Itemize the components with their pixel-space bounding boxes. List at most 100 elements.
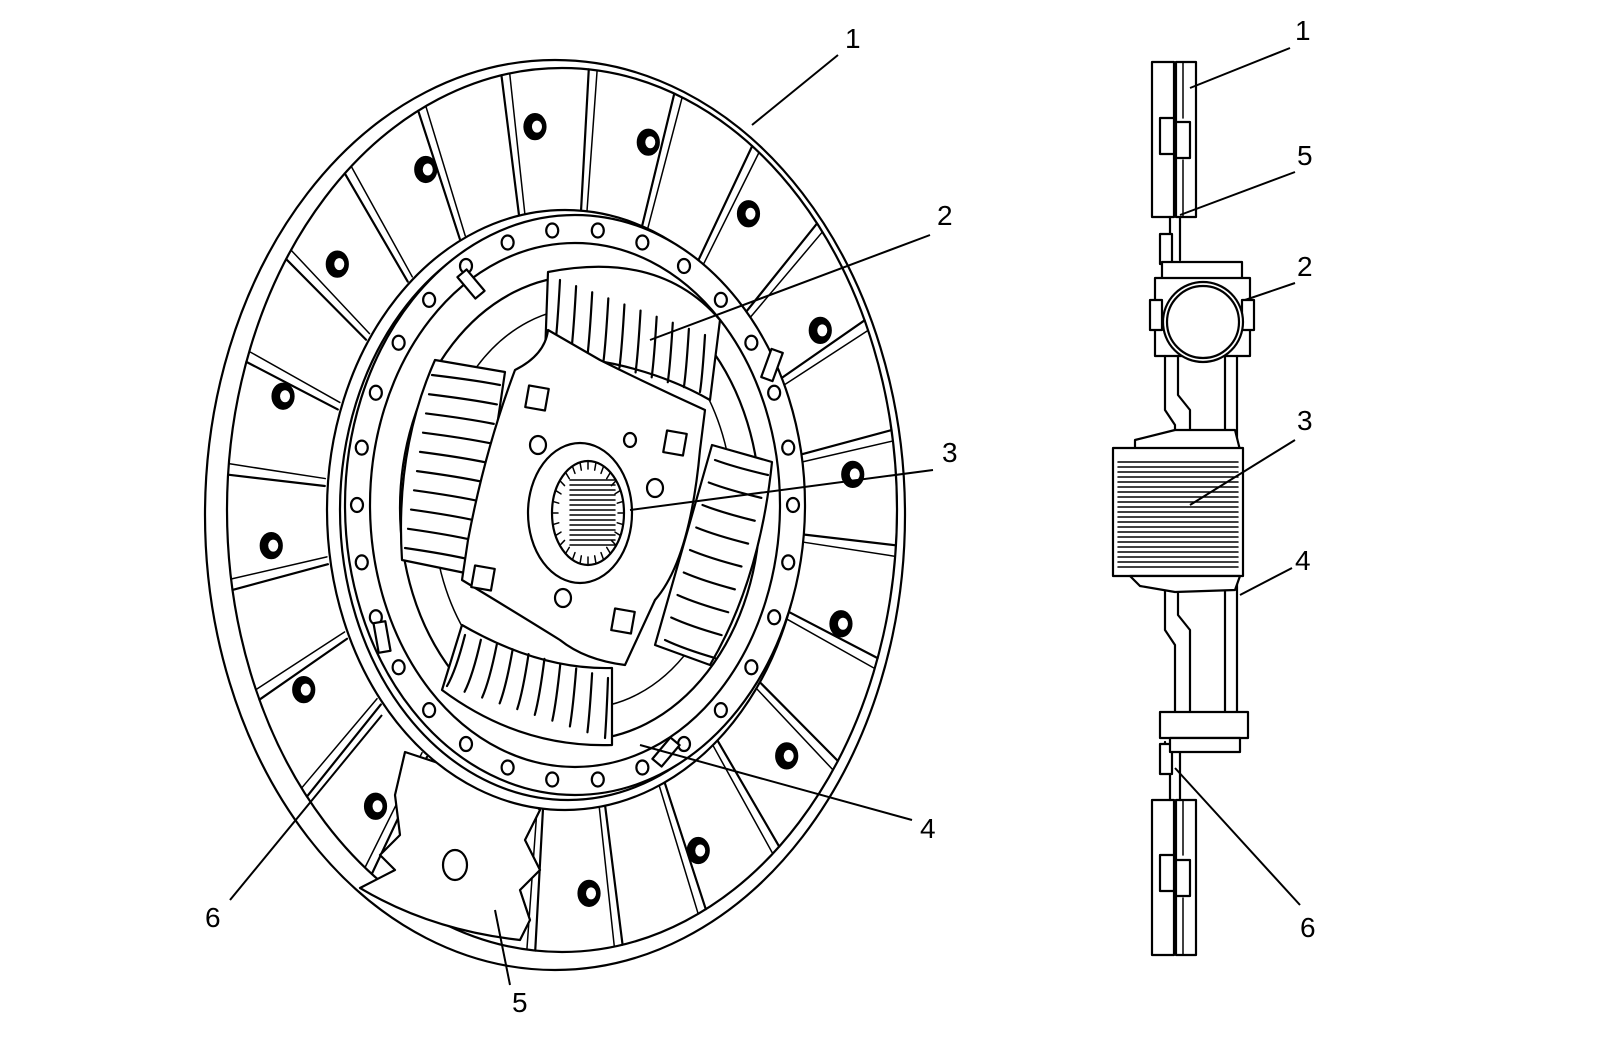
spring-coil bbox=[682, 327, 690, 389]
front-callout-5: 5 bbox=[512, 987, 528, 1018]
side-facing-top bbox=[1150, 60, 1198, 219]
segment-slot-edge bbox=[230, 556, 328, 580]
spring-coil bbox=[663, 638, 717, 660]
hub-tabs bbox=[470, 384, 688, 635]
rivet-center bbox=[837, 617, 848, 630]
segment-slot-edge bbox=[508, 72, 526, 215]
spring-coil bbox=[688, 548, 743, 568]
front-callout-2: 2 bbox=[937, 200, 953, 231]
segment-slot bbox=[603, 803, 624, 946]
rivet-center bbox=[300, 683, 311, 696]
spring-coil bbox=[701, 503, 756, 522]
flange-hole bbox=[713, 291, 728, 308]
rivet-center bbox=[645, 136, 656, 149]
segment-slot bbox=[695, 145, 754, 265]
spring-coil bbox=[713, 458, 770, 477]
flange-hole bbox=[744, 334, 759, 351]
segment-slot bbox=[285, 258, 368, 341]
spring-coil bbox=[698, 333, 707, 394]
front-callout-3: 3 bbox=[942, 437, 958, 468]
flange-hole bbox=[391, 659, 406, 676]
segment-slot bbox=[245, 360, 339, 411]
flange-hole bbox=[422, 291, 437, 308]
spline-tooth bbox=[554, 489, 562, 495]
rivet-center bbox=[268, 539, 279, 552]
side-view-leaders bbox=[1174, 47, 1301, 906]
spring-coil bbox=[516, 653, 530, 711]
spring-coil bbox=[682, 571, 736, 591]
flange-hole bbox=[635, 234, 650, 251]
front-callout-4: 4 bbox=[920, 813, 936, 844]
spring-coil bbox=[586, 672, 594, 734]
segment-slot-edge bbox=[228, 462, 327, 480]
splined-hub-outer bbox=[526, 441, 634, 585]
spline-tooth bbox=[559, 539, 566, 547]
hub-holes bbox=[528, 431, 665, 609]
spline-tooth bbox=[605, 471, 612, 480]
segment-slot bbox=[663, 779, 707, 911]
flange-hole bbox=[676, 257, 692, 275]
flange-hole bbox=[545, 771, 560, 788]
spline-tooth bbox=[614, 489, 622, 495]
side-callout-6: 6 bbox=[1300, 912, 1316, 943]
spline-tooth bbox=[554, 531, 562, 537]
segment-slot-edge bbox=[701, 151, 760, 269]
segment-slot-edge bbox=[598, 805, 616, 948]
spline-tooth bbox=[552, 522, 560, 526]
flange-hole bbox=[500, 759, 515, 776]
segment-slot-edge bbox=[300, 697, 378, 789]
segment-slot-edge bbox=[746, 231, 824, 323]
spline-tooth bbox=[614, 531, 622, 537]
spline-tooth bbox=[605, 546, 612, 555]
segment-slot-edge bbox=[425, 105, 467, 237]
side-callout-4: 4 bbox=[1295, 545, 1311, 576]
segment-slot-edge bbox=[350, 165, 414, 278]
flange-hole bbox=[785, 496, 801, 514]
hub-splines bbox=[551, 460, 625, 566]
segment-slot bbox=[534, 807, 545, 952]
flange-hole bbox=[368, 384, 383, 401]
segment-slot-edge bbox=[710, 742, 774, 855]
side-callout-2: 2 bbox=[1297, 251, 1313, 282]
side-damper-spring bbox=[1161, 280, 1245, 364]
side-callout-5: 5 bbox=[1297, 140, 1313, 171]
spring-coil bbox=[676, 593, 730, 614]
damper-spring-bottom bbox=[440, 623, 614, 747]
flange-hole bbox=[781, 439, 796, 456]
front-callout-1: 1 bbox=[845, 23, 861, 54]
spline-tooth bbox=[593, 555, 597, 565]
front-callout-6: 6 bbox=[205, 902, 221, 933]
side-hub-bottom-cap bbox=[1128, 574, 1242, 594]
segment-slot bbox=[258, 637, 349, 701]
spring-coil bbox=[421, 431, 492, 445]
spring-coil bbox=[424, 412, 495, 425]
flange-hole bbox=[458, 735, 474, 753]
spring-coil bbox=[634, 309, 642, 374]
spring-coil bbox=[418, 450, 489, 464]
spring-coil bbox=[430, 373, 502, 387]
flange-hole bbox=[767, 609, 782, 626]
side-facing-bottom bbox=[1150, 798, 1198, 957]
rivet-center bbox=[783, 749, 794, 762]
spring-coil bbox=[650, 315, 658, 379]
hub-flange-inner-edge bbox=[368, 241, 782, 769]
rivet-center bbox=[372, 800, 383, 813]
segment-slot-edge bbox=[657, 783, 699, 915]
segment-slot bbox=[756, 679, 839, 762]
flange-hole bbox=[391, 334, 406, 351]
flange-hole bbox=[500, 234, 515, 251]
rivet-center bbox=[334, 258, 345, 271]
spline-tooth bbox=[552, 500, 560, 504]
segment-slot bbox=[579, 68, 590, 213]
rivet-center bbox=[745, 207, 756, 220]
spring-coil bbox=[445, 633, 467, 688]
flange-hole bbox=[635, 759, 650, 776]
spline-tooth bbox=[579, 555, 583, 565]
side-callout-1: 1 bbox=[1295, 15, 1311, 46]
segment-slot-edge bbox=[248, 350, 341, 404]
segment-slot-edge bbox=[796, 440, 894, 464]
segment-slot-edge bbox=[753, 685, 834, 771]
spline-tooth bbox=[616, 500, 624, 504]
